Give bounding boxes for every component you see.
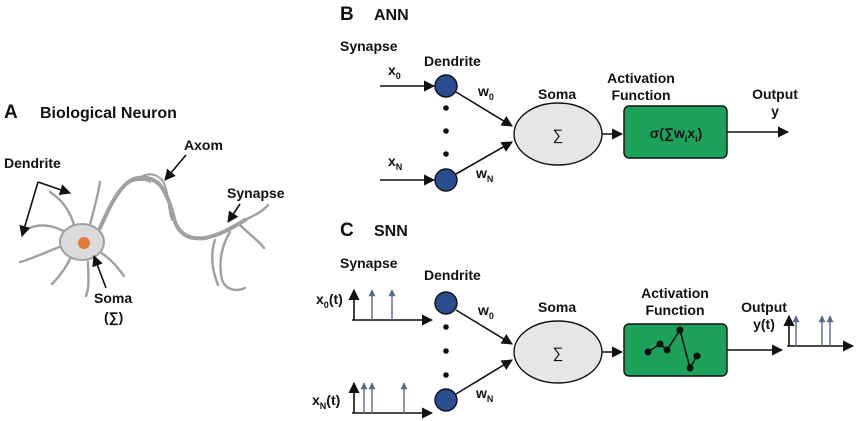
- panel-b-letter: B: [340, 4, 354, 25]
- soma-b-sum: ∑: [553, 127, 564, 144]
- label-b-activation-1: Activation: [607, 70, 675, 86]
- panel-c-letter: C: [340, 220, 354, 241]
- label-a-soma: Soma: [94, 290, 132, 306]
- panel-a: A Biological Neuron Dendrite Axom Synaps…: [4, 102, 285, 326]
- dendrite-node-b-first: [434, 74, 458, 98]
- panel-b-title: ANN: [374, 7, 409, 24]
- panel-c: C SNN Synapse Dendrite Soma Activation F…: [312, 220, 855, 419]
- neuron-illustration: [18, 173, 270, 298]
- label-a-soma-symbol: (∑): [104, 309, 123, 326]
- label-b-activation-2: Function: [611, 87, 670, 103]
- ellipsis-dots-b: [443, 105, 449, 157]
- panel-a-title: Biological Neuron: [40, 105, 177, 122]
- label-c-w0: w0: [477, 302, 494, 321]
- spike-train-c-xn: [348, 381, 434, 419]
- panel-c-title: SNN: [374, 223, 408, 240]
- label-c-soma: Soma: [538, 299, 576, 315]
- label-c-output-1: Output: [741, 299, 787, 315]
- dendrite-node-b-last: [434, 168, 458, 192]
- panel-a-arrows: [19, 154, 241, 289]
- soma-c-sum: ∑: [553, 345, 564, 362]
- dendrite-node-c-first: [434, 291, 458, 315]
- weight-arrow-c-last: [455, 359, 513, 395]
- panel-b: B ANN Synapse Dendrite Soma Activation F…: [340, 4, 798, 192]
- label-b-xn: xN: [388, 153, 402, 172]
- dendrite-node-c-last: [434, 388, 458, 412]
- panel-a-letter: A: [4, 102, 18, 123]
- label-b-w0: w0: [477, 83, 494, 102]
- label-b-output-2: y: [771, 103, 779, 119]
- weight-arrow-b-last: [455, 141, 513, 175]
- label-b-soma: Soma: [538, 86, 576, 102]
- label-c-dendrite: Dendrite: [424, 267, 481, 283]
- spike-train-c-output: [783, 314, 855, 352]
- label-c-synapse: Synapse: [340, 255, 398, 271]
- label-b-synapse: Synapse: [340, 38, 398, 54]
- label-c-activation-2: Function: [645, 302, 704, 318]
- label-b-output-1: Output: [752, 86, 798, 102]
- label-c-activation-1: Activation: [641, 285, 709, 301]
- label-c-wn: wN: [475, 385, 493, 404]
- weight-arrow-b-first: [455, 91, 513, 127]
- activation-formula-b: σ(∑wixi): [650, 125, 703, 144]
- label-b-dendrite: Dendrite: [424, 53, 481, 69]
- ellipsis-dots-c: [443, 324, 449, 378]
- activation-box-c: [623, 323, 728, 377]
- nucleus: [78, 237, 90, 249]
- label-a-dendrite: Dendrite: [4, 155, 61, 171]
- label-b-wn: wN: [475, 165, 493, 184]
- label-c-output-2: y(t): [753, 316, 775, 332]
- label-a-axon: Axom: [184, 137, 223, 153]
- label-c-xn: xN(t): [312, 392, 340, 411]
- spike-train-c-x0: [348, 288, 434, 326]
- label-b-x0: x0: [388, 62, 401, 81]
- label-c-x0: x0(t): [316, 291, 343, 310]
- spiking-function-plot: [644, 326, 701, 372]
- weight-arrow-c-first: [455, 309, 513, 345]
- label-a-synapse: Synapse: [227, 185, 285, 201]
